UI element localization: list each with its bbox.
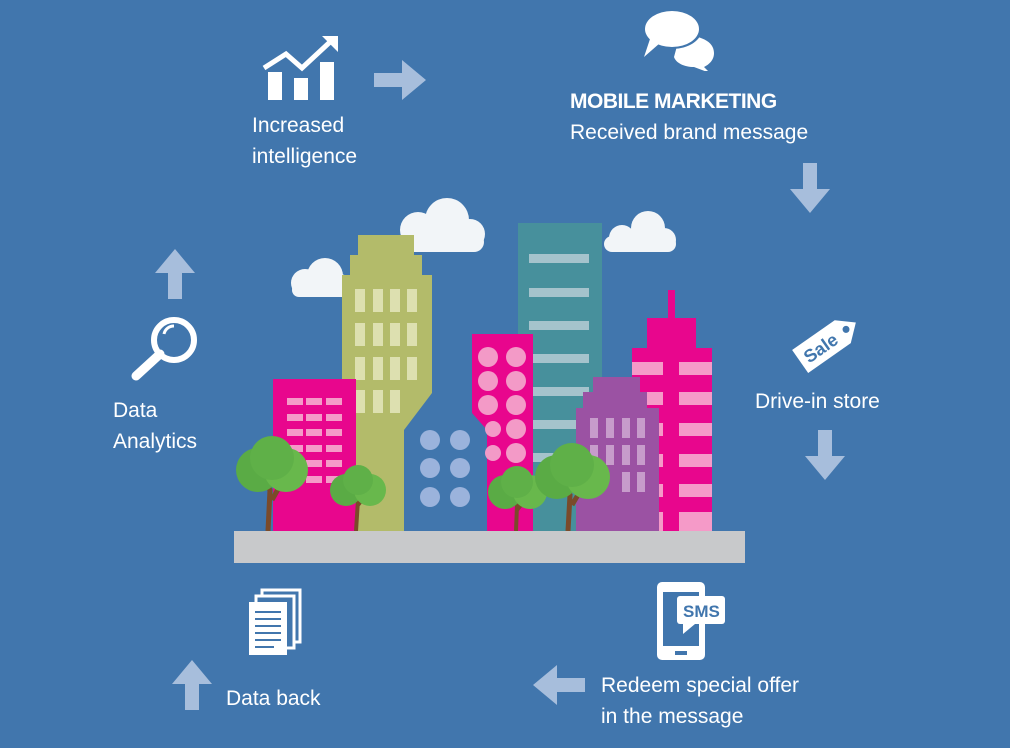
tree-icon [535,443,610,532]
cloud-icon [291,198,676,297]
tree-icon [330,465,386,532]
arrow-right-icon [374,60,426,100]
label-data-back: Data back [226,687,321,710]
arrow-down-icon [805,430,845,480]
sale-tag-icon: Sale [792,320,856,373]
tree-icon [488,466,547,532]
tree-icon [236,436,308,532]
sms-phone-icon: SMS [657,582,725,660]
label-line: Increased [252,114,345,137]
label-line: intelligence [252,145,358,168]
label-intelligence: Increased intelligence [252,110,357,172]
sms-text: SMS [683,602,720,621]
mobile-marketing-subtitle: Received brand message [570,121,809,144]
arrow-left-icon [533,665,585,705]
arrow-up-icon [155,249,195,299]
documents-icon [249,588,302,655]
label-drive-in-store: Drive-in store [755,390,880,413]
label-line: in the message [601,705,744,728]
label-redeem: Redeem special offer in the message [601,670,799,732]
arrow-down-icon [790,163,830,213]
label-data-analytics: Data Analytics [113,395,197,457]
growth-chart-icon [262,36,338,100]
label-line: Analytics [113,430,198,453]
label-line: Redeem special offer [601,674,800,697]
arrow-up-icon [172,660,212,710]
ground [234,531,745,563]
magnifier-icon [131,317,197,381]
chat-bubbles-icon [642,9,714,71]
label-line: Data [113,399,158,422]
mobile-marketing-title: MOBILE MARKETING [570,90,777,113]
label-mobile-marketing: MOBILE MARKETING Received brand message [570,86,808,148]
